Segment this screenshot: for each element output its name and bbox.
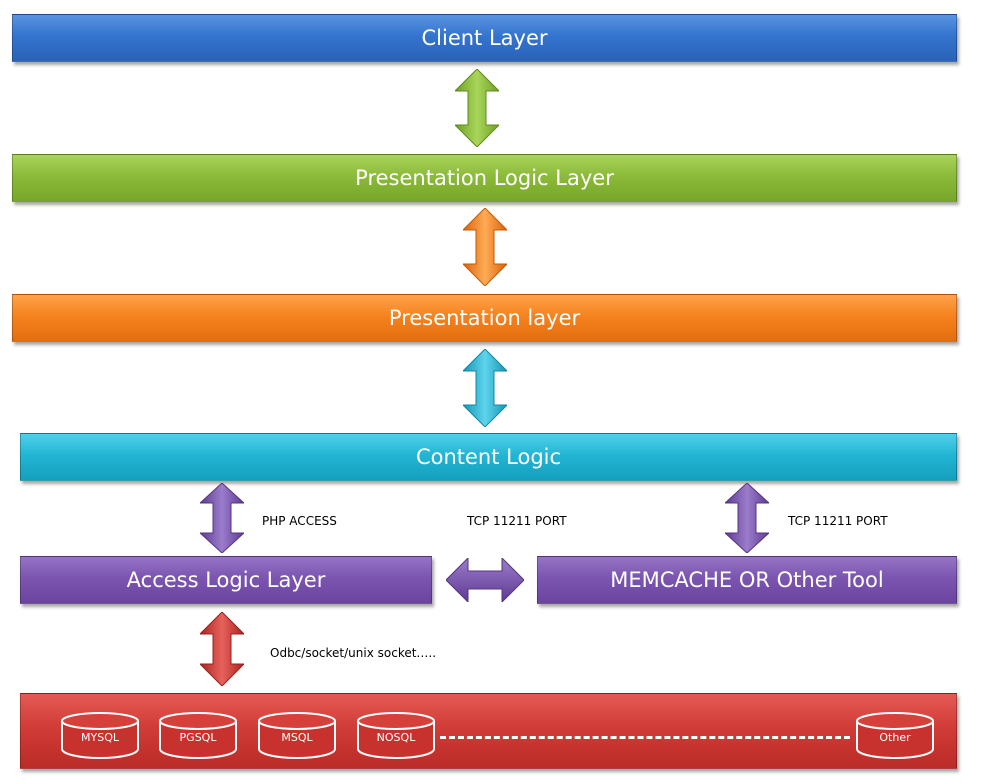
content-logic-layer-label: Content Logic [415, 445, 562, 469]
content-logic-layer: Content Logic [20, 433, 957, 481]
double-arrow-icon [200, 612, 244, 686]
client-layer-label: Client Layer [421, 26, 548, 50]
access-logic-layer: Access Logic Layer [20, 556, 432, 604]
double-arrow-icon [725, 483, 769, 553]
database-cylinder-mysql: MYSQL [60, 711, 140, 759]
database-label: Other [879, 731, 911, 744]
database-cylinder-pgsql: PGSQL [158, 711, 238, 759]
tcp-port-label-right: TCP 11211 PORT [788, 514, 888, 528]
database-icon [856, 712, 934, 759]
database-icon [258, 712, 336, 759]
client-layer: Client Layer [12, 14, 957, 62]
odbc-label: Odbc/socket/unix socket….. [270, 646, 437, 660]
horizontal-double-arrow-icon [446, 558, 524, 602]
database-cylinder-nosql: NOSQL [356, 711, 436, 759]
database-label: MYSQL [81, 731, 119, 744]
double-arrow-icon [455, 69, 499, 147]
database-icon [61, 712, 139, 759]
double-arrow-icon [463, 208, 507, 286]
memcache-layer: MEMCACHE OR Other Tool [537, 556, 957, 604]
php-access-label: PHP ACCESS [262, 514, 337, 528]
double-arrow-icon [463, 349, 507, 427]
double-arrow-icon [200, 483, 244, 553]
database-label: MSQL [281, 731, 313, 744]
access-logic-layer-label: Access Logic Layer [126, 568, 326, 592]
database-icon [159, 712, 237, 759]
dashed-connector [440, 736, 850, 739]
memcache-layer-label: MEMCACHE OR Other Tool [610, 568, 884, 592]
database-label: NOSQL [376, 731, 416, 744]
presentation-layer: Presentation layer [12, 294, 957, 342]
database-label: PGSQL [179, 731, 217, 744]
presentation-layer-label: Presentation layer [388, 306, 581, 330]
database-cylinder-msql: MSQL [257, 711, 337, 759]
database-cylinder-other: Other [855, 711, 935, 759]
presentation-logic-layer-label: Presentation Logic Layer [355, 166, 614, 190]
database-icon [357, 712, 435, 759]
tcp-port-label-middle: TCP 11211 PORT [467, 514, 567, 528]
presentation-logic-layer: Presentation Logic Layer [12, 154, 957, 202]
